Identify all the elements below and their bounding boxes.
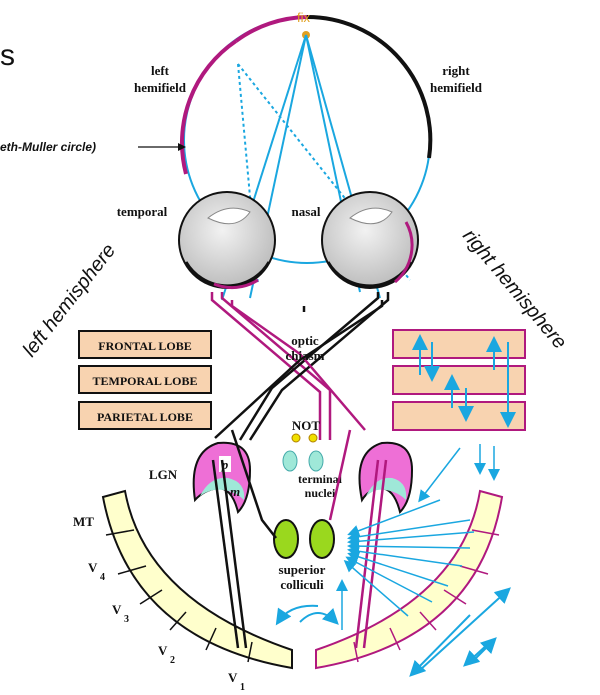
- left-hemifield-arc-top: [234, 15, 308, 43]
- left-hemifield-label-2: hemifield: [134, 80, 187, 95]
- svg-text:TEMPORAL LOBE: TEMPORAL LOBE: [92, 374, 197, 388]
- svg-text:FRONTAL LOBE: FRONTAL LOBE: [98, 339, 191, 353]
- optic-chiasm-label-1: optic: [291, 333, 319, 348]
- terminal-label: terminal: [298, 472, 343, 486]
- lgn-p-label: p: [221, 457, 229, 472]
- superior-label: superior: [279, 562, 326, 577]
- v1-label: V 1: [228, 670, 245, 693]
- circle-label: eth-Muller circle): [0, 140, 96, 154]
- lobe-frontal: FRONTAL LOBE: [78, 330, 212, 359]
- v4-label: V 4: [88, 560, 105, 583]
- colliculi-label: colliculi: [280, 577, 324, 592]
- fixation-label: fix: [297, 10, 311, 25]
- svg-text:PARIETAL LOBE: PARIETAL LOBE: [97, 410, 193, 424]
- optic-chiasm-label-2: chiasm: [286, 348, 325, 363]
- right-hemifield-label-1: right: [442, 63, 470, 78]
- colliculus-right: [309, 519, 335, 559]
- right-hemifield-arc: [306, 14, 433, 159]
- left-hemifield-label-1: left: [151, 63, 170, 78]
- right-cortex: [315, 489, 504, 670]
- colliculus-left: [273, 519, 299, 559]
- right-lobe-boxes: [392, 329, 526, 431]
- mt-label: MT: [73, 514, 94, 529]
- right-hemifield-label-2: hemifield: [430, 80, 483, 95]
- svg-text:1: 1: [240, 682, 245, 693]
- lgn-m-label: m: [230, 484, 240, 499]
- left-cortex: [101, 489, 293, 670]
- right-eye: [321, 191, 419, 289]
- svg-text:V: V: [228, 670, 238, 685]
- title-fragment: s: [0, 39, 15, 72]
- terminal-nucleus-right: [308, 450, 324, 472]
- svg-text:V: V: [88, 560, 98, 575]
- lobe-temporal: TEMPORAL LOBE: [78, 365, 212, 394]
- lgn-label: LGN: [149, 467, 178, 482]
- svg-text:3: 3: [124, 614, 129, 625]
- lobe-parietal: PARIETAL LOBE: [78, 401, 212, 430]
- v3-label: V 3: [112, 602, 129, 625]
- left-eye: [178, 191, 276, 290]
- svg-text:4: 4: [100, 572, 105, 583]
- svg-text:V: V: [158, 643, 168, 658]
- v2-label: V 2: [158, 643, 175, 666]
- temporal-label: temporal: [117, 204, 168, 219]
- svg-text:V: V: [112, 602, 122, 617]
- nasal-label: nasal: [292, 204, 321, 219]
- terminal-nucleus-left: [282, 450, 298, 472]
- lgn-right: [358, 441, 414, 514]
- left-hemifield-arc: [180, 39, 238, 175]
- not-label: NOT: [292, 418, 321, 433]
- lgn-left: [192, 441, 252, 514]
- svg-text:2: 2: [170, 655, 175, 666]
- connection-arrows: [336, 444, 500, 630]
- nuclei-label: nuclei: [305, 486, 336, 500]
